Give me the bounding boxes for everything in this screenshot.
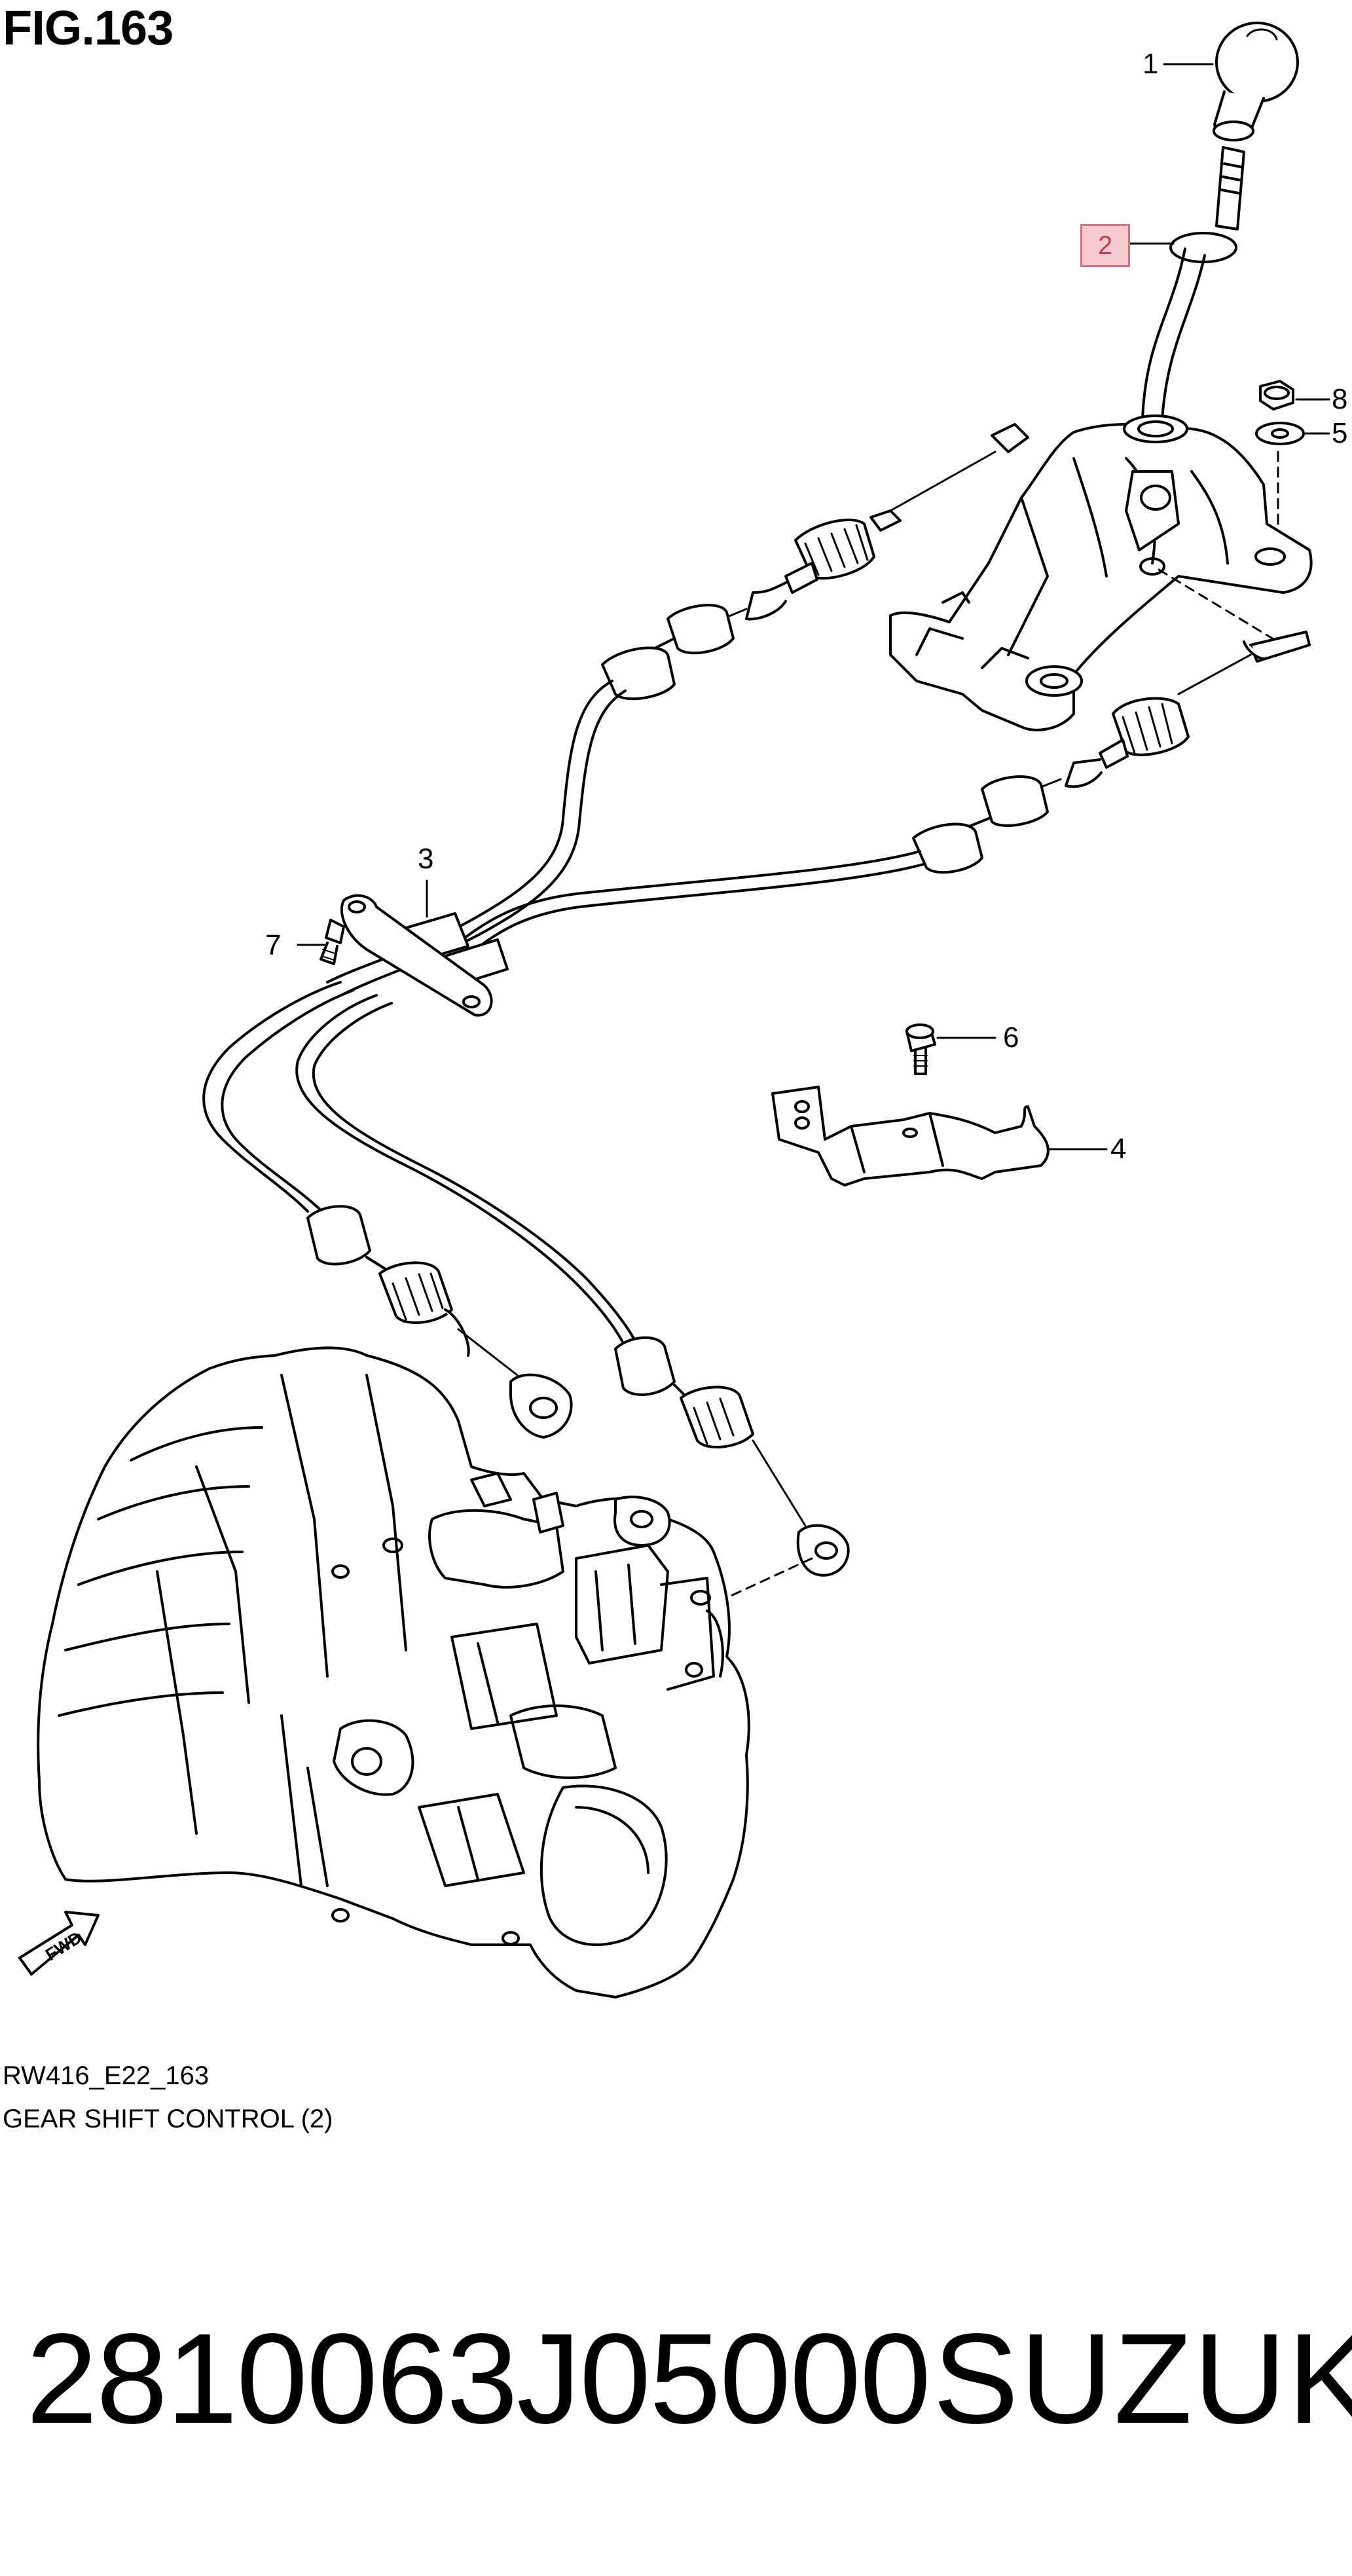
shifter-housing <box>889 414 1313 731</box>
transmission-housing <box>37 1346 750 1998</box>
cable-bracket <box>340 894 493 1017</box>
brand-name: SUZUKI <box>933 2307 1352 2450</box>
callout-2: 1 <box>1142 48 1159 80</box>
figure-title: FIG.163 <box>3 1 174 55</box>
fwd-direction-arrow: FWD <box>18 1911 100 1976</box>
callout-5: 5 <box>1332 417 1348 449</box>
nut-8 <box>1259 380 1294 411</box>
callout-4: 4 <box>1110 1133 1127 1165</box>
shift-knob <box>1213 22 1299 141</box>
cable-upper-end <box>601 423 1029 701</box>
callout-8: 8 <box>1332 383 1348 415</box>
shift-lever <box>1141 146 1245 422</box>
washer-5 <box>1255 422 1305 445</box>
part-number: 2810063J05000 <box>26 2307 931 2450</box>
bolt-6 <box>905 1023 936 1075</box>
cable-lower-end <box>912 631 1311 874</box>
bolt-7 <box>320 919 345 965</box>
bracket-4 <box>771 1086 1050 1187</box>
callout-7: 7 <box>265 929 282 961</box>
callout-1-highlighted: 2 <box>1080 224 1131 267</box>
diagram-reference-code: RW416_E22_163 <box>3 2061 210 2090</box>
callout-3: 3 <box>418 843 434 875</box>
diagram-caption: GEAR SHIFT CONTROL (2) <box>3 2105 333 2133</box>
cable-lower-runs <box>202 981 850 1577</box>
callout-6: 6 <box>1003 1021 1019 1054</box>
